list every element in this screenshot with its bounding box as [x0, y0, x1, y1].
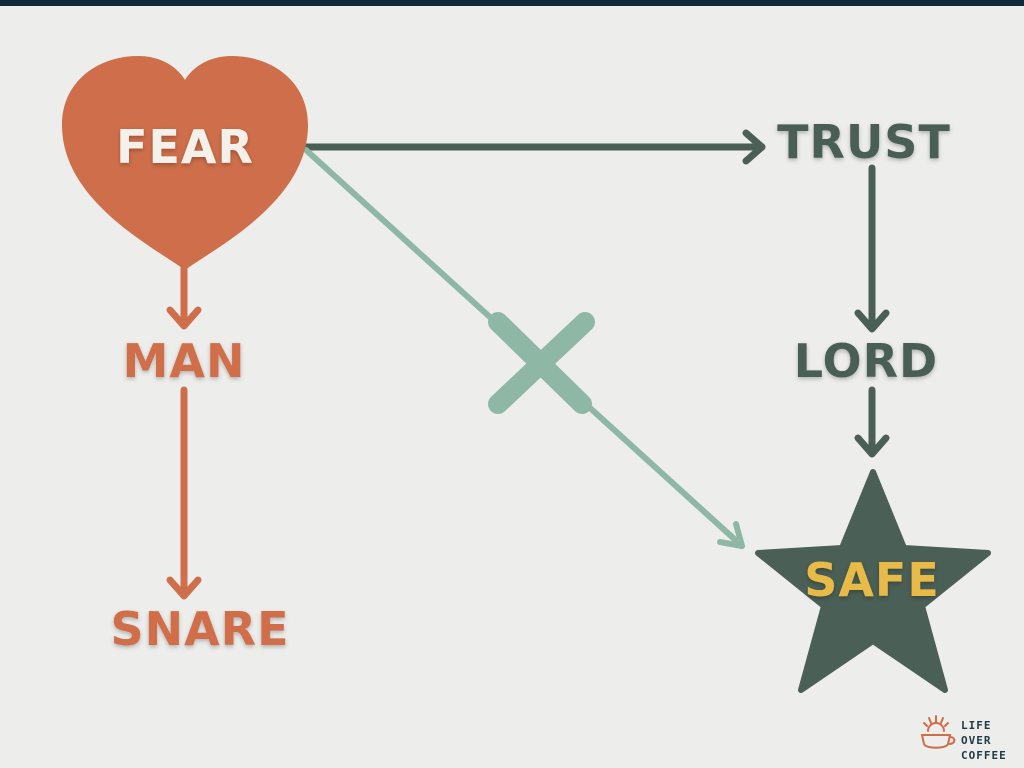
top-bar [0, 0, 1024, 6]
man-label: MAN [123, 334, 246, 388]
heart-icon [62, 56, 308, 270]
logo-line-2: OVER [961, 734, 992, 747]
man-to-snare-arrow [166, 386, 202, 600]
blocked-x-mark [488, 312, 595, 414]
snare-label: SNARE [110, 602, 289, 656]
coffee-cup-icon [920, 715, 956, 749]
logo-line-3: COFFEE [961, 749, 1007, 762]
lord-to-safe-arrow [854, 386, 890, 458]
trust-to-lord-arrow [854, 164, 890, 333]
fear-label: FEAR [116, 120, 254, 174]
star-icon [755, 469, 991, 693]
lord-label: LORD [794, 334, 938, 388]
logo-line-1: LIFE [961, 719, 992, 732]
fear-to-trust-arrow [296, 129, 766, 165]
fear-to-man-arrow [166, 258, 202, 330]
trust-label: TRUST [777, 115, 951, 169]
safe-label: SAFE [804, 553, 940, 607]
life-over-coffee-logo: LIFE OVER COFFEE [920, 715, 1007, 762]
